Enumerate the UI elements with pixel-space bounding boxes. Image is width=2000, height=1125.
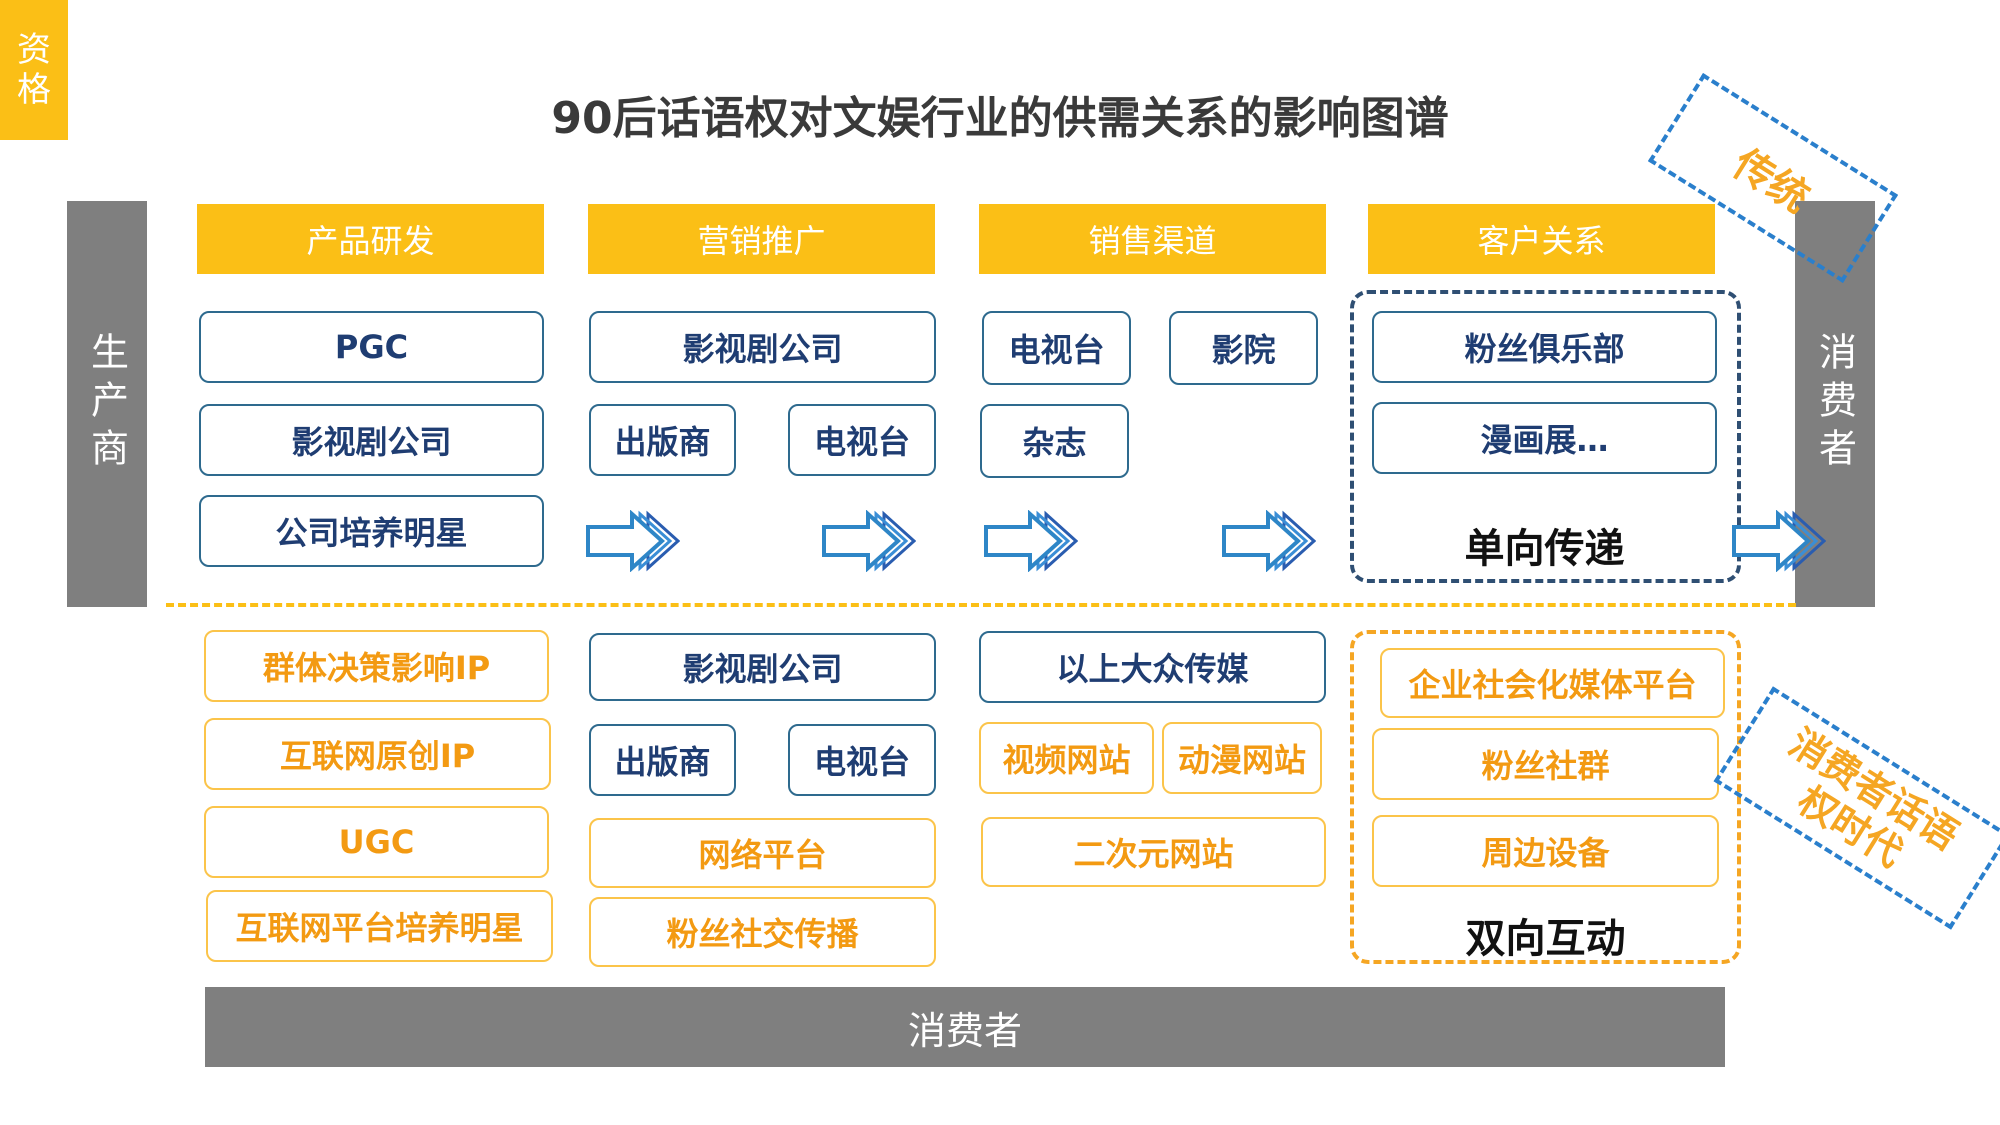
producer-bar: 生产商	[67, 201, 147, 607]
header-customer-relation: 客户关系	[1368, 204, 1715, 274]
arrow-right-icon	[822, 510, 916, 572]
modern-ugc-box: UGC	[204, 806, 549, 878]
modern-fan-social-box: 粉丝社交传播	[589, 897, 936, 967]
trad-publisher-box: 出版商	[589, 404, 736, 476]
trad-magazine-box: 杂志	[980, 404, 1129, 478]
modern-internet-original-ip-box: 互联网原创IP	[204, 718, 551, 790]
trad-tv-station-box-2: 电视台	[982, 311, 1131, 385]
header-sales-channel: 销售渠道	[979, 204, 1326, 274]
modern-acg-site-box: 二次元网站	[981, 817, 1326, 887]
traditional-stamp-label: 传统	[1724, 140, 1817, 223]
trad-tv-station-box: 电视台	[788, 404, 936, 476]
arrow-right-icon	[1222, 510, 1316, 572]
modern-anime-site-box: 动漫网站	[1162, 722, 1322, 794]
modern-enterprise-social-box: 企业社会化媒体平台	[1380, 648, 1725, 718]
modern-video-site-box: 视频网站	[979, 722, 1154, 794]
consumer-era-stamp: 消费者话语 权时代	[1713, 686, 2000, 930]
trad-film-company-box-2: 影视剧公司	[589, 311, 936, 383]
modern-fan-community-box: 粉丝社群	[1372, 728, 1719, 800]
trad-film-company-box: 影视剧公司	[199, 404, 544, 476]
corner-tag-line2: 格	[17, 70, 51, 110]
two-way-group	[1350, 630, 1741, 964]
modern-mass-media-box: 以上大众传媒	[979, 631, 1326, 703]
trad-comic-expo-box: 漫画展…	[1372, 402, 1717, 474]
arrow-right-icon	[984, 510, 1078, 572]
modern-platform-star-box: 互联网平台培养明星	[206, 890, 553, 962]
modern-tv-station-box: 电视台	[788, 724, 936, 796]
producer-bar-label: 生产商	[84, 332, 129, 476]
modern-film-company-box: 影视剧公司	[589, 633, 936, 701]
two-way-label: 双向互动	[1465, 916, 1626, 962]
header-product-rd: 产品研发	[197, 204, 544, 274]
modern-peripheral-box: 周边设备	[1372, 815, 1719, 887]
trad-pgc-box: PGC	[199, 311, 544, 383]
corner-tag-line1: 资	[17, 30, 51, 70]
era-divider	[166, 603, 1796, 607]
page-title: 90后话语权对文娱行业的供需关系的影响图谱	[551, 93, 1449, 144]
consumer-side-bar-label: 消费者	[1812, 332, 1857, 476]
corner-tag: 资 格	[0, 0, 68, 140]
consumer-bottom-bar: 消费者	[205, 987, 1725, 1067]
trad-star-training-box: 公司培养明星	[199, 495, 544, 567]
one-way-group	[1350, 290, 1741, 583]
arrow-right-icon	[586, 510, 680, 572]
trad-fan-club-box: 粉丝俱乐部	[1372, 311, 1717, 383]
modern-network-platform-box: 网络平台	[589, 818, 936, 888]
modern-publisher-box: 出版商	[589, 724, 736, 796]
trad-cinema-box: 影院	[1169, 311, 1318, 385]
one-way-label: 单向传递	[1464, 526, 1625, 572]
arrow-right-icon	[1732, 510, 1826, 572]
header-marketing: 营销推广	[588, 204, 935, 274]
modern-group-decision-ip-box: 群体决策影响IP	[204, 630, 549, 702]
